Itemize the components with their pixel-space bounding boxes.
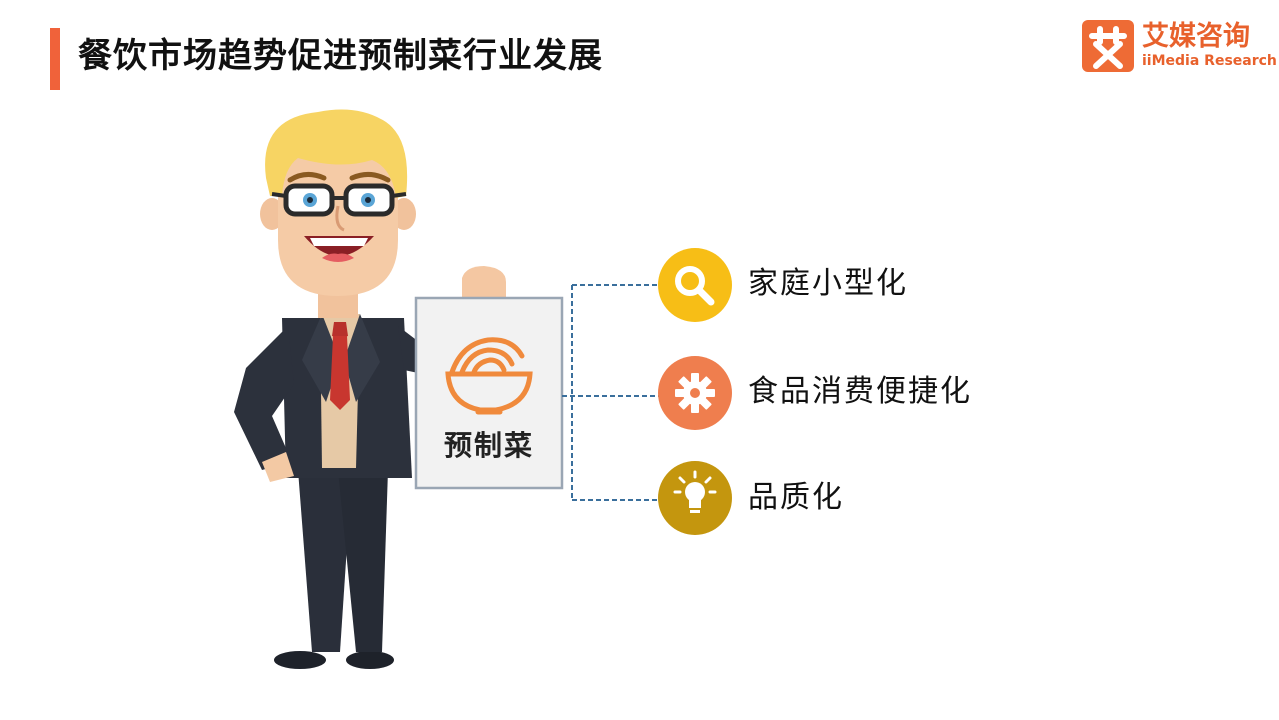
- connector-lines: [562, 284, 660, 501]
- title-accent-bar: [50, 28, 60, 90]
- logo-mark-icon: [1082, 20, 1134, 72]
- logo-name-cn: 艾媒咨询: [1142, 21, 1250, 52]
- lightbulb-icon: [673, 470, 717, 513]
- trend-circle-household: [658, 248, 732, 322]
- search-icon: [675, 266, 715, 306]
- noodle-bowl-icon: [445, 337, 533, 415]
- trend-label-convenient-consumption: 食品消费便捷化: [748, 374, 972, 409]
- businessman-illustration: [234, 109, 506, 669]
- gear-icon: [675, 373, 715, 413]
- prepared-dish-card: [414, 296, 564, 490]
- trend-label-household-miniaturization: 家庭小型化: [748, 266, 908, 301]
- prepared-dish-label: 预制菜: [443, 429, 534, 462]
- trend-label-quality: 品质化: [748, 480, 844, 515]
- logo-name-en: iiMedia Research: [1142, 53, 1277, 69]
- page-title: 餐饮市场趋势促进预制菜行业发展: [78, 36, 603, 76]
